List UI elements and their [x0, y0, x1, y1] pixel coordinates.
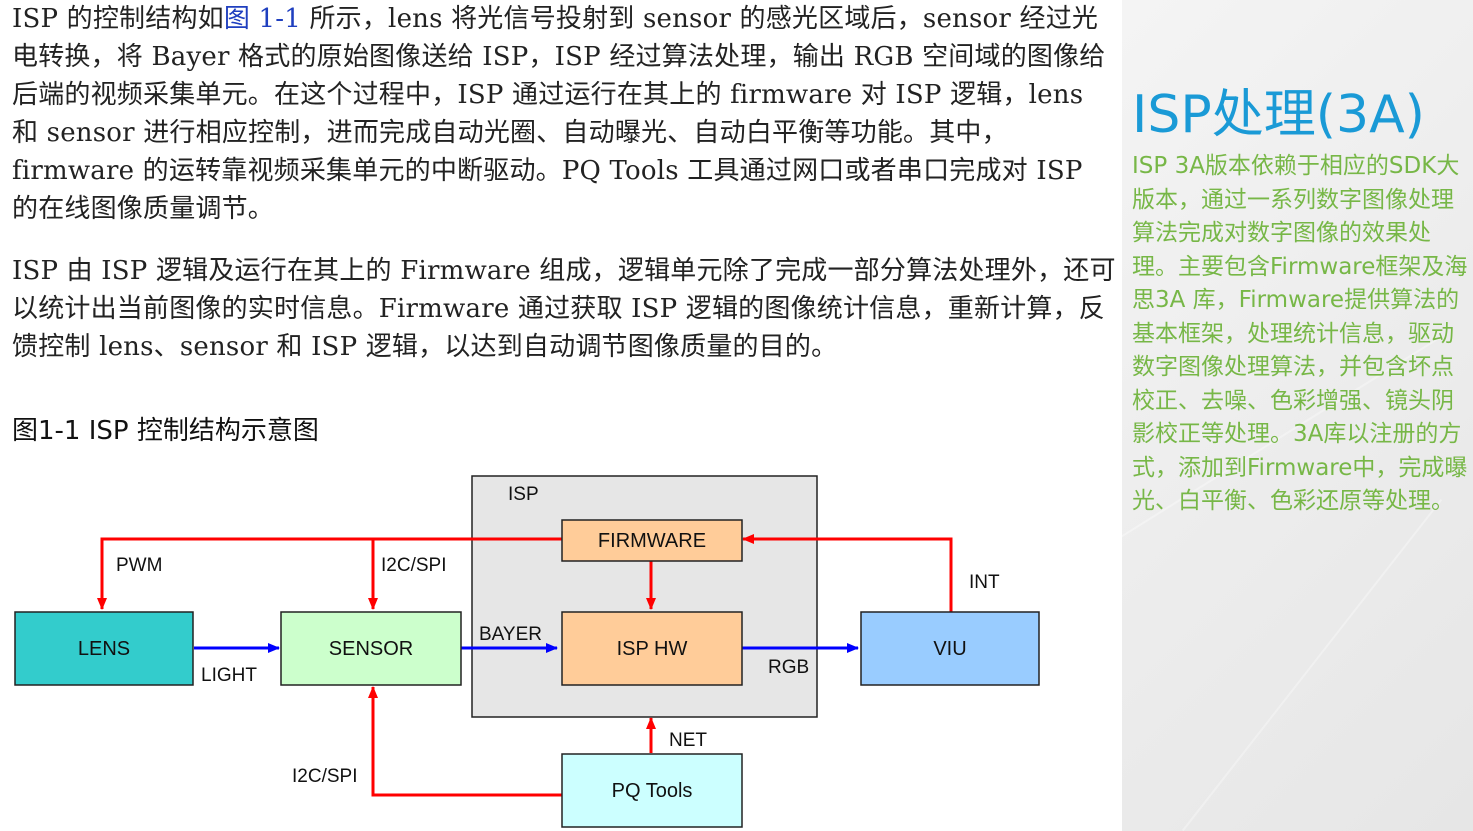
pwm-control-arrow: [97, 537, 562, 610]
sensor-node: SENSOR: [280, 611, 462, 686]
pq-tools-label: PQ Tools: [612, 780, 693, 802]
int-label: INT: [969, 572, 1000, 593]
i2c-spi-bottom-label: I2C/SPI: [292, 766, 357, 787]
pwm-label: PWM: [116, 555, 162, 576]
isp-hw-node: ISP HW: [561, 611, 743, 686]
pq-tools-i2c-spi-arrow: [368, 686, 562, 797]
bayer-label: BAYER: [479, 624, 542, 645]
document-panel: ISP 的控制结构如图 1-1 所示，lens 将光信号投射到 sensor 的…: [12, 0, 1116, 828]
paragraph-text: 所示，lens 将光信号投射到 sensor 的感光区域后，sensor 经过光…: [12, 4, 1106, 224]
int-interrupt-arrow: [742, 534, 953, 612]
paragraph-isp-control-structure: ISP 的控制结构如图 1-1 所示，lens 将光信号投射到 sensor 的…: [12, 0, 1116, 228]
figure-reference-link[interactable]: 图 1-1: [223, 4, 301, 34]
paragraph-isp-composition: ISP 由 ISP 逻辑及运行在其上的 Firmware 组成，逻辑单元除了完成…: [12, 256, 1116, 362]
viu-node: VIU: [860, 611, 1040, 686]
paragraph-text: ISP 的控制结构如: [12, 4, 224, 34]
side-panel: ISP处理(3A) ISP 3A版本依赖于相应的SDK大版本，通过一系列数字图像…: [1122, 0, 1473, 831]
decorative-facet: [1182, 499, 1443, 831]
pq-tools-node: PQ Tools: [561, 753, 743, 828]
sensor-label: SENSOR: [329, 638, 413, 660]
lens-node: LENS: [14, 611, 194, 686]
viu-label: VIU: [933, 638, 966, 660]
figure-caption: 图1-1 ISP 控制结构示意图: [12, 416, 319, 446]
light-label: LIGHT: [201, 665, 257, 686]
firmware-node: FIRMWARE: [561, 519, 743, 562]
isp-control-structure-diagram: ISP LENS SENSOR FIRMWARE ISP HW: [14, 475, 1040, 828]
isp-container-label: ISP: [508, 484, 539, 505]
lens-label: LENS: [78, 638, 130, 660]
firmware-label: FIRMWARE: [598, 530, 706, 552]
side-panel-body: ISP 3A版本依赖于相应的SDK大版本，通过一系列数字图像处理算法完成对数字图…: [1132, 153, 1468, 514]
isp-hw-label: ISP HW: [617, 638, 688, 660]
rgb-label: RGB: [768, 657, 809, 678]
i2c-spi-top-label: I2C/SPI: [381, 555, 446, 576]
net-label: NET: [669, 730, 707, 751]
side-panel-title: ISP处理(3A): [1132, 85, 1425, 145]
